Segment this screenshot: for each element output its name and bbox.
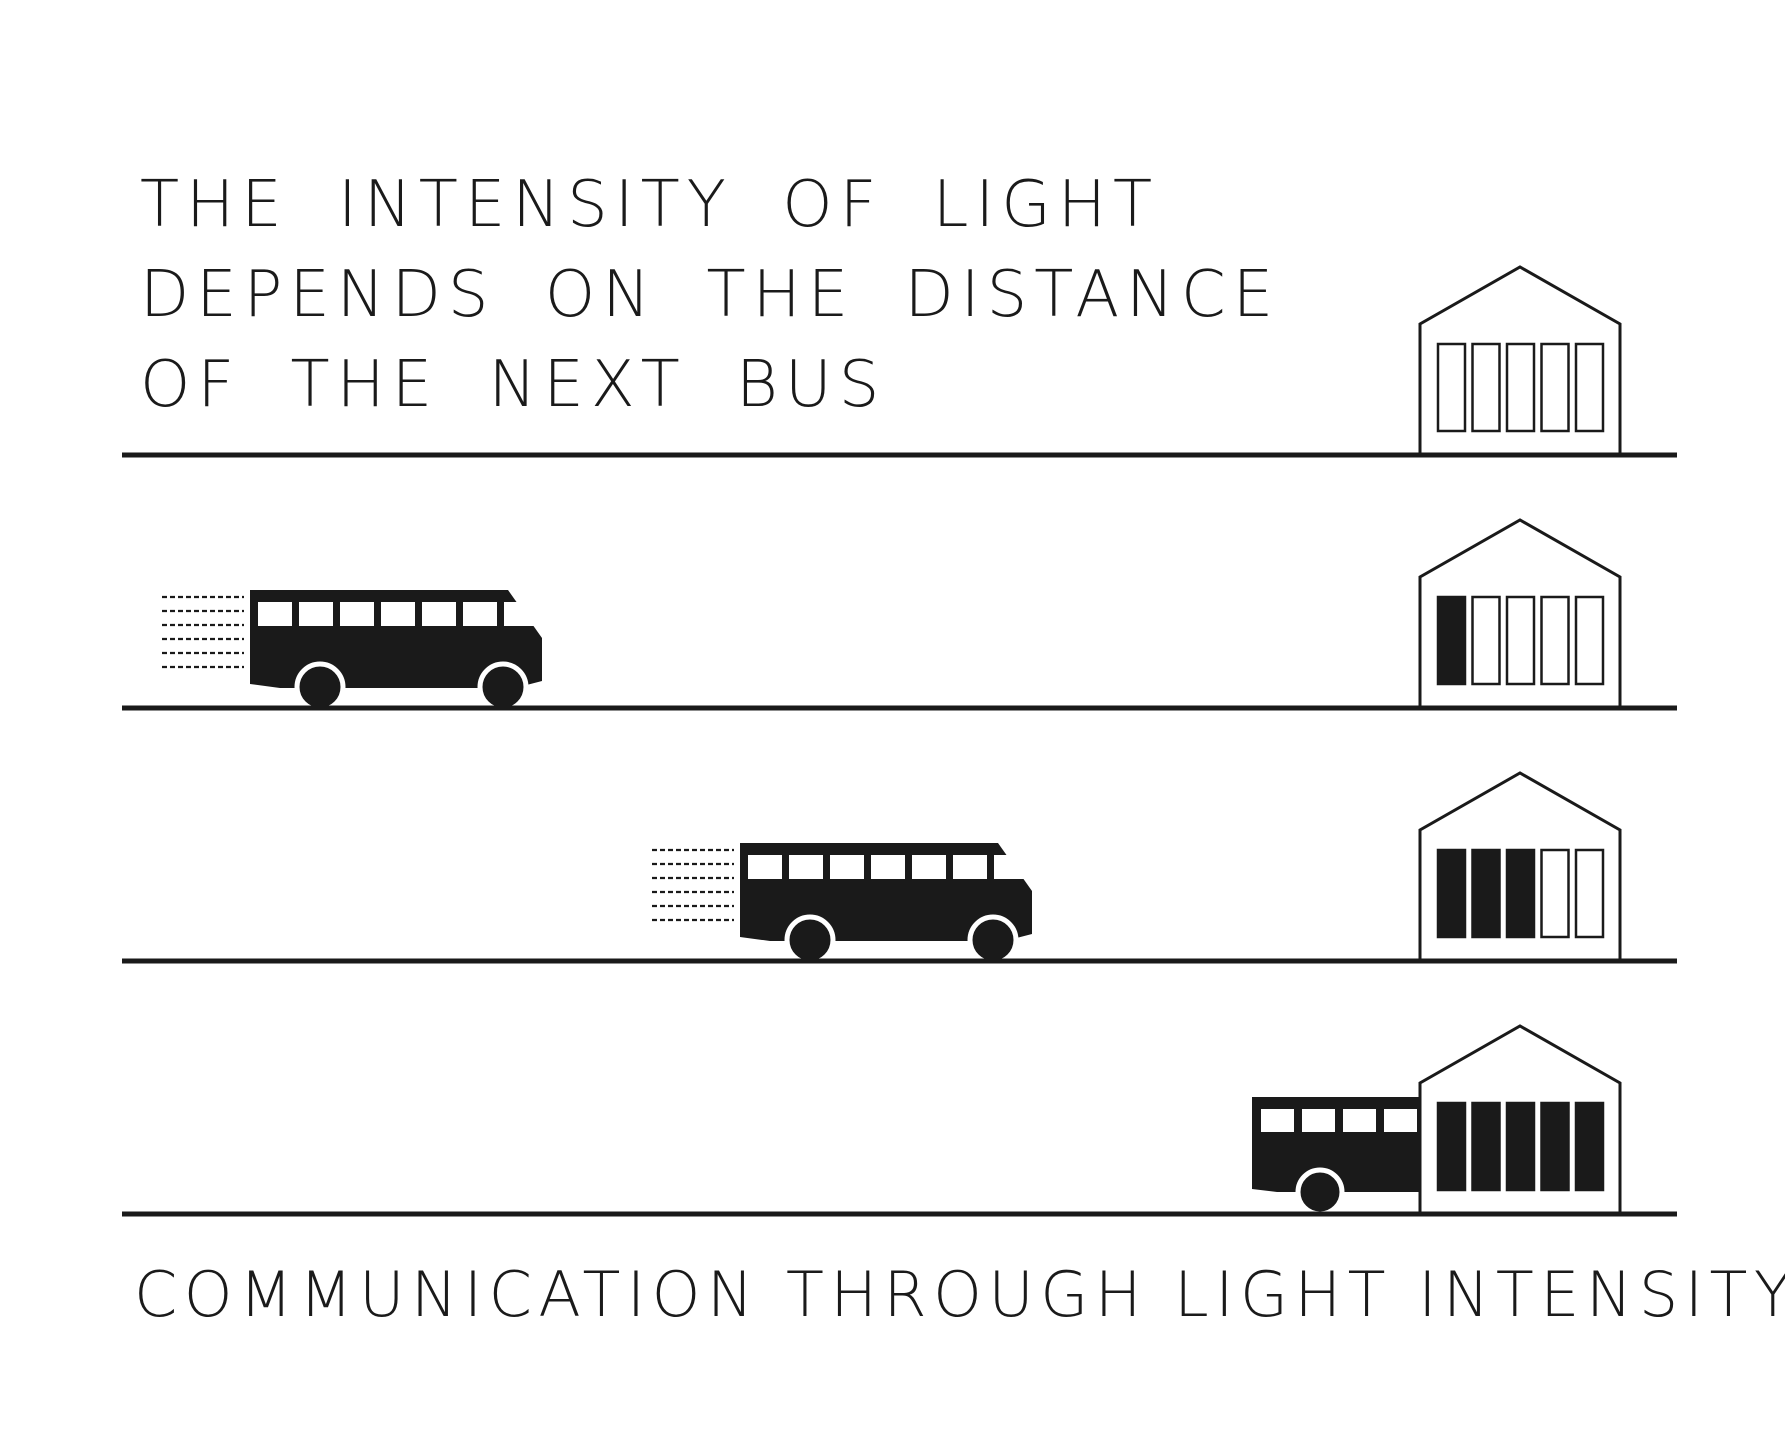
- bus-window: [381, 602, 415, 626]
- light-bar-lit: [1540, 1101, 1570, 1192]
- light-bar-unlit: [1540, 595, 1570, 686]
- bus-window: [912, 855, 946, 879]
- light-bar-lit: [1471, 1101, 1501, 1192]
- light-bar-unlit: [1540, 848, 1570, 939]
- light-bar-lit: [1436, 848, 1467, 939]
- light-bar-lit: [1471, 848, 1501, 939]
- bus-window: [463, 602, 497, 626]
- bus-stop-shelter-icon: [1418, 771, 1622, 963]
- bus-window: [340, 602, 374, 626]
- bus-window: [299, 602, 333, 626]
- light-bar-lit: [1574, 1101, 1605, 1192]
- light-bar-unlit: [1471, 595, 1501, 686]
- bus-wheel: [1295, 1167, 1345, 1217]
- caption: COMMUNICATION THROUGH LIGHT INTENSITY: [134, 1258, 1785, 1331]
- headline-line-1: THE INTENSITY OF LIGHT: [140, 168, 1160, 242]
- bus-wheel: [294, 661, 346, 713]
- light-bar-unlit: [1574, 595, 1605, 686]
- bus-window: [748, 855, 782, 879]
- light-bar-lit: [1505, 1101, 1536, 1192]
- light-bar-unlit: [1574, 848, 1605, 939]
- headline: THE INTENSITY OF LIGHT DEPENDS ON THE DI…: [140, 160, 1280, 430]
- headline-line-2: DEPENDS ON THE DISTANCE: [140, 258, 1281, 332]
- bus-window: [1302, 1109, 1335, 1132]
- motion-lines-icon: [162, 595, 244, 669]
- bus-windshield: [512, 602, 546, 626]
- scene-1: [122, 265, 1677, 458]
- bus-window: [258, 602, 292, 626]
- headline-line-3: OF THE NEXT BUS: [140, 348, 887, 422]
- light-bar-unlit: [1505, 342, 1536, 433]
- bus-stop-shelter-icon: [1418, 1024, 1622, 1216]
- bus-stop-shelter-icon: [1418, 265, 1622, 457]
- light-bar-lit: [1436, 595, 1467, 686]
- light-bar-lit: [1436, 1101, 1467, 1192]
- light-bar-unlit: [1505, 595, 1536, 686]
- scene-3: [122, 771, 1677, 966]
- light-bar-unlit: [1436, 342, 1467, 433]
- bus-wheel: [967, 914, 1019, 966]
- bus-window: [1261, 1109, 1294, 1132]
- scene-4: [122, 1024, 1677, 1217]
- bus-window: [1384, 1109, 1417, 1132]
- bus-icon: [740, 843, 1036, 966]
- bus-window: [789, 855, 823, 879]
- scene-2: [122, 518, 1677, 713]
- bus-icon: [250, 590, 546, 713]
- bus-windshield: [1002, 855, 1036, 879]
- bus-wheel: [477, 661, 529, 713]
- light-bar-lit: [1505, 848, 1536, 939]
- scenes: [122, 265, 1677, 1217]
- bus-window: [1343, 1109, 1376, 1132]
- bus-stop-shelter-icon: [1418, 518, 1622, 710]
- motion-lines-icon: [652, 848, 734, 922]
- light-bar-unlit: [1540, 342, 1570, 433]
- bus-window: [830, 855, 864, 879]
- bus-icon: [1252, 1097, 1420, 1217]
- bus-window: [953, 855, 987, 879]
- light-bar-unlit: [1471, 342, 1501, 433]
- bus-wheel: [784, 914, 836, 966]
- bus-window: [871, 855, 905, 879]
- light-bar-unlit: [1574, 342, 1605, 433]
- bus-window: [422, 602, 456, 626]
